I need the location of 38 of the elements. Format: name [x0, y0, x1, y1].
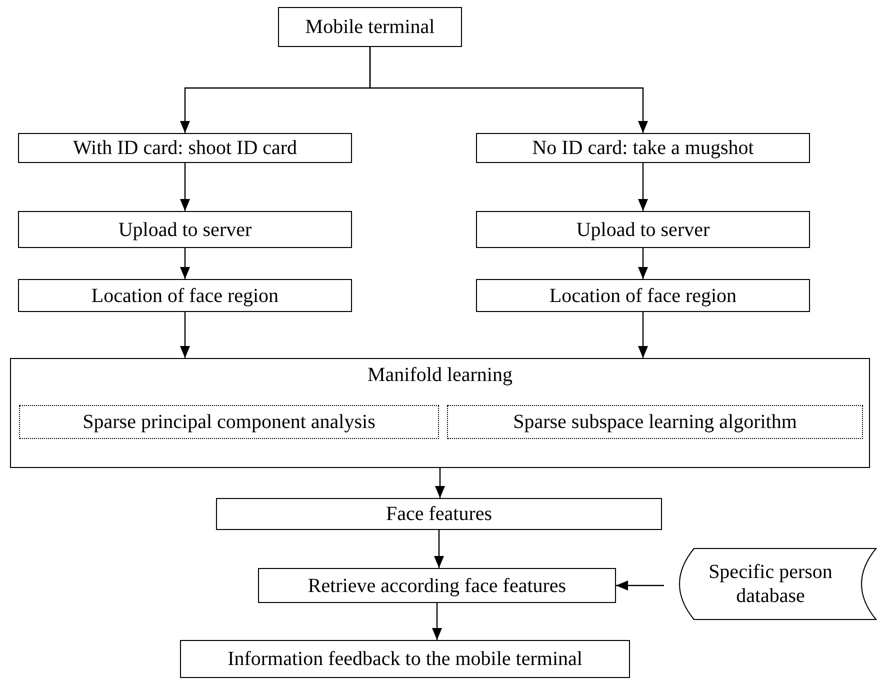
- node-label: Sparse subspace learning algorithm: [513, 410, 797, 434]
- arrow: [180, 248, 190, 279]
- process-box: [18, 211, 352, 248]
- arrow: [638, 312, 648, 358]
- process-box: [278, 7, 462, 47]
- dotted-box: [19, 405, 439, 439]
- process-box: [18, 279, 352, 312]
- arrow: [616, 580, 664, 590]
- process-box: [476, 279, 810, 312]
- node-label: Retrieve according face features: [308, 574, 566, 598]
- arrow: [638, 248, 648, 279]
- process-box: [476, 211, 810, 248]
- node-label: Upload to server: [576, 218, 710, 242]
- process-box: [476, 133, 810, 163]
- node-label: With ID card: shoot ID card: [72, 136, 298, 160]
- node-label: Face features: [386, 502, 492, 526]
- arrow: [432, 603, 442, 640]
- dotted-box: [447, 405, 863, 439]
- node-label: Information feedback to the mobile terminal: [228, 647, 582, 671]
- node-label: Upload to server: [118, 218, 252, 242]
- arrow: [180, 163, 190, 211]
- arrow: [369, 47, 648, 133]
- process-box: [180, 640, 630, 678]
- arrow: [435, 468, 445, 498]
- node-label: No ID card: take a mugshot: [532, 136, 754, 160]
- arrow: [180, 312, 190, 358]
- process-box: [18, 133, 352, 163]
- arrow: [638, 163, 648, 211]
- node-label: Sparse principal component analysis: [82, 410, 376, 434]
- node-label: Location of face region: [549, 284, 737, 308]
- group-box: [10, 358, 870, 468]
- arrow: [434, 530, 444, 568]
- node-label: Mobile terminal: [305, 15, 435, 39]
- node-label: Specific person database: [708, 560, 834, 608]
- node-label: Location of face region: [91, 284, 279, 308]
- process-box: [258, 568, 616, 603]
- process-box: [216, 498, 662, 530]
- node-label: Manifold learning: [368, 363, 512, 387]
